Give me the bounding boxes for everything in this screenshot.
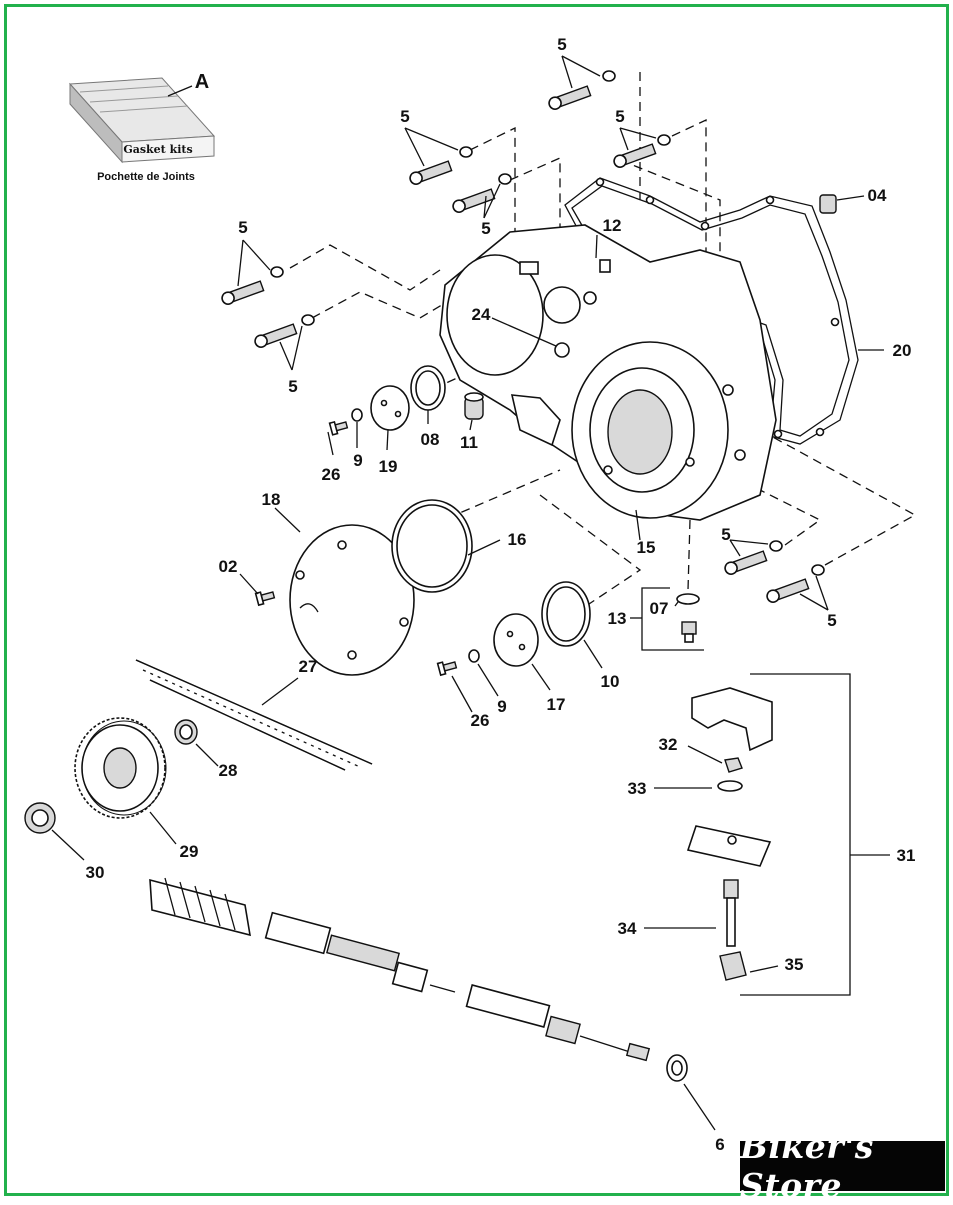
clutch-cable <box>149 877 688 1082</box>
dowel-04 <box>819 194 865 214</box>
timing-inspection-parts <box>436 581 591 677</box>
callout-13: 13 <box>608 609 627 628</box>
callout-10: 10 <box>601 672 620 691</box>
callout-30: 30 <box>86 863 105 882</box>
nut-30 <box>24 802 56 834</box>
callout-labels: 5 5 5 5 5 5 5 5 04 12 20 24 26 9 19 08 1… <box>86 35 916 1154</box>
callout-26: 26 <box>471 711 490 730</box>
label-leader-lines <box>51 234 884 1131</box>
callout-5: 5 <box>400 107 409 126</box>
diagram-frame <box>4 4 949 1196</box>
callout-5: 5 <box>721 525 730 544</box>
callout-26: 26 <box>322 465 341 484</box>
callout-5: 5 <box>238 218 247 237</box>
callout-02: 02 <box>219 557 238 576</box>
callout-34: 34 <box>618 919 637 938</box>
bikers-store-logo: Biker's Store <box>740 1127 945 1205</box>
inspection-cover-parts <box>328 365 484 436</box>
primary-chain-27 <box>135 659 373 771</box>
callout-6: 6 <box>715 1135 724 1154</box>
gasket-kit-box-label: Gasket kits <box>123 143 192 156</box>
callout-15: 15 <box>637 538 656 557</box>
drain-plug-13 <box>641 587 704 651</box>
callout-08: 08 <box>421 430 440 449</box>
callout-17: 17 <box>547 695 566 714</box>
cable-clamp-group-31 <box>686 673 890 996</box>
sprocket-29 <box>74 717 167 819</box>
callout-04: 04 <box>868 186 887 205</box>
derby-cover-18 <box>254 524 415 676</box>
callout-16: 16 <box>508 530 527 549</box>
callout-9: 9 <box>353 451 362 470</box>
callout-5: 5 <box>481 219 490 238</box>
callout-31: 31 <box>897 846 916 865</box>
callout-5: 5 <box>288 377 297 396</box>
leader-lines-5 <box>237 55 829 611</box>
callout-18: 18 <box>262 490 281 509</box>
callout-29: 29 <box>180 842 199 861</box>
cover-screws <box>221 70 825 603</box>
assembly-dashed-lines <box>289 72 917 611</box>
callout-24: 24 <box>472 305 491 324</box>
callout-20: 20 <box>893 341 912 360</box>
gasket-kit-box: Gasket kits A Pochette de Joints <box>68 71 216 183</box>
callout-33: 33 <box>628 779 647 798</box>
gasket-holes <box>595 177 840 439</box>
primary-cover-15 <box>439 224 777 521</box>
gasket-kit-letter: A <box>195 71 209 93</box>
callout-19: 19 <box>379 457 398 476</box>
callout-11: 11 <box>460 433 478 452</box>
callout-32: 32 <box>659 735 678 754</box>
spacer-28 <box>174 719 198 745</box>
callout-12: 12 <box>603 216 622 235</box>
gasket-kit-caption: Pochette de Joints <box>97 171 195 183</box>
callout-27: 27 <box>299 657 318 676</box>
callout-28: 28 <box>219 761 238 780</box>
callout-5: 5 <box>557 35 566 54</box>
callout-07: 07 <box>650 599 669 618</box>
callout-35: 35 <box>785 955 804 974</box>
callout-9: 9 <box>497 697 506 716</box>
callout-5: 5 <box>615 107 624 126</box>
callout-5: 5 <box>827 611 836 630</box>
